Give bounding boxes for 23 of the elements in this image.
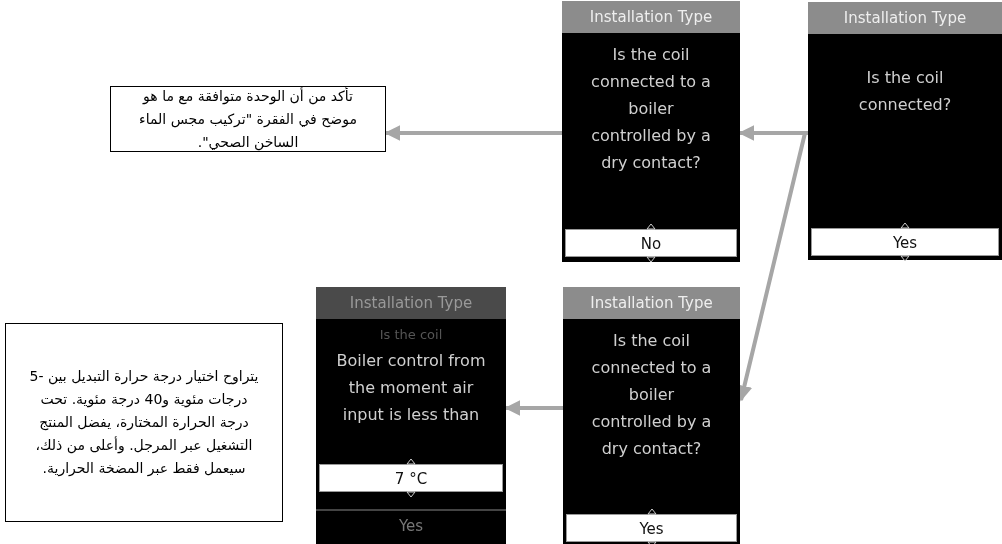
screen-display — [563, 287, 740, 544]
value-field: Yes — [811, 228, 999, 256]
screen-title: Installation Type — [563, 287, 740, 319]
screen-title: Installation Type — [316, 287, 506, 319]
value-field: Yes — [566, 514, 737, 542]
question-text: Boiler control from the moment air input is less than — [335, 350, 487, 426]
screen-display — [316, 287, 506, 544]
screen-display — [808, 2, 1002, 260]
screen-title: Installation Type — [808, 2, 1002, 34]
question-text: Is the coil connected to a boiler controlled by a dry contact? — [590, 330, 713, 460]
question-text: Is the coil connected to a boiler controlled by a dry contact? — [590, 44, 712, 174]
note-text: تأكد من أن الوحدة متوافقة مع ما هو موضح في الفقرة "تركيب مجس الماء الساخن الصحي". — [138, 86, 358, 153]
arrow — [384, 125, 562, 141]
screen-display — [562, 1, 740, 262]
question-text: Is the coil connected? — [857, 67, 953, 116]
value-field: No — [565, 229, 737, 257]
note-text: يتراوح اختيار درجة حرارة التبديل بين -5 درجات مئوية و40 درجة مئوية. تحت درجة الحرارة المختارة، يفضل المنتج التشغيل عبر المرجل. وأعلى من ذلك، سيعمل فقط عبر المضخة الحرارية. — [28, 367, 260, 479]
note-box — [110, 86, 386, 152]
option-text: Yes — [316, 509, 506, 539]
value-field: 7 °C — [319, 464, 503, 492]
faded-text: Is the coil — [378, 327, 444, 343]
screen-title: Installation Type — [562, 1, 740, 33]
note-box — [5, 323, 283, 522]
